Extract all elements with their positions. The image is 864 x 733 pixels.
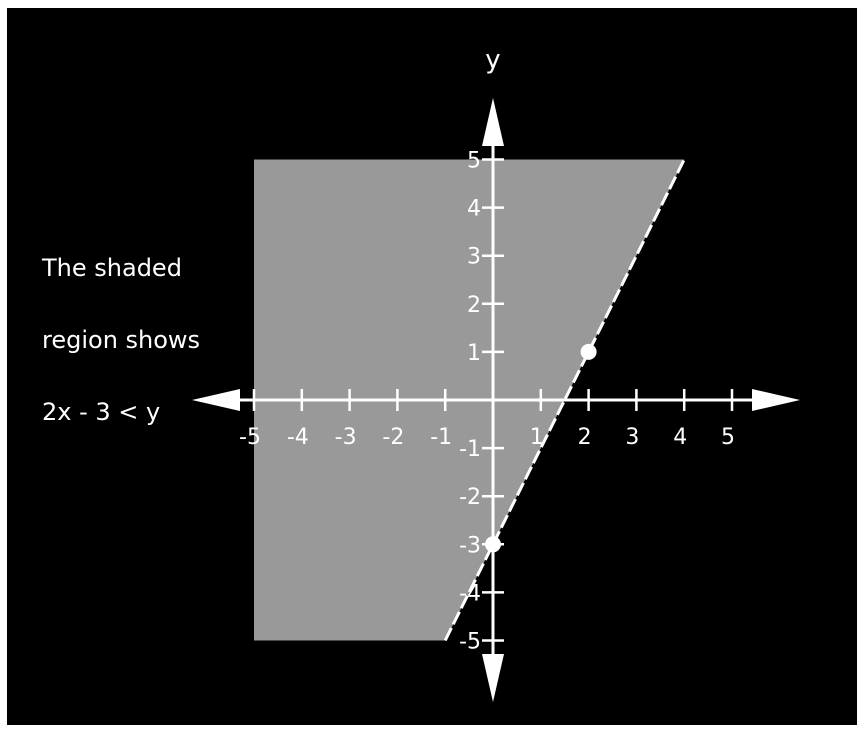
x-tick-label: -3 — [335, 425, 357, 450]
y-tick-label: -3 — [459, 533, 481, 558]
point-marker — [485, 536, 501, 553]
x-tick-label: 2 — [578, 425, 592, 450]
caption-line-1: The shaded — [42, 254, 182, 282]
coordinate-plane: -5 -4 -3 -2 -1 1 2 3 4 5 5 4 3 2 1 -1 -2 -3 -4 -5 y — [192, 45, 800, 702]
y-tick-label: -4 — [459, 581, 481, 606]
y-tick-label: 4 — [467, 197, 481, 222]
graph-slide: -5 -4 -3 -2 -1 1 2 3 4 5 5 4 3 2 1 -1 -2 -3 -4 -5 y The sha… — [7, 8, 857, 725]
y-tick-label: -1 — [459, 437, 481, 462]
x-tick-label: -2 — [382, 425, 404, 450]
x-tick-label: -5 — [239, 425, 261, 450]
caption-line-3: 2x - 3 < y — [42, 398, 161, 426]
y-tick-label: 5 — [467, 149, 481, 174]
caption: The shaded region shows 2x - 3 < y — [42, 214, 282, 466]
y-axis-label: y — [485, 45, 500, 75]
y-tick-label: 3 — [467, 245, 481, 270]
ticks: -5 -4 -3 -2 -1 1 2 3 4 5 5 4 3 2 1 -1 -2 -3 -4 -5 — [239, 149, 735, 655]
caption-line-2: region shows — [42, 326, 201, 354]
x-tick-label: 3 — [625, 425, 639, 450]
point-marker — [580, 343, 597, 360]
x-axis-right-arrow — [752, 389, 800, 411]
x-axis-left-arrow — [192, 389, 240, 411]
y-tick-label: -5 — [459, 630, 481, 655]
x-tick-label: 4 — [673, 425, 687, 450]
x-tick-label: 5 — [721, 425, 735, 450]
x-tick-label: 1 — [530, 425, 544, 450]
x-tick-label: -4 — [287, 425, 309, 450]
x-tick-label: -1 — [430, 425, 452, 450]
y-axis-up-arrow — [482, 98, 504, 146]
axes — [192, 98, 800, 702]
y-tick-label: 1 — [467, 341, 481, 366]
y-tick-label: -2 — [459, 485, 481, 510]
points — [485, 343, 597, 553]
y-axis-down-arrow — [482, 654, 504, 702]
y-tick-label: 2 — [467, 293, 481, 318]
